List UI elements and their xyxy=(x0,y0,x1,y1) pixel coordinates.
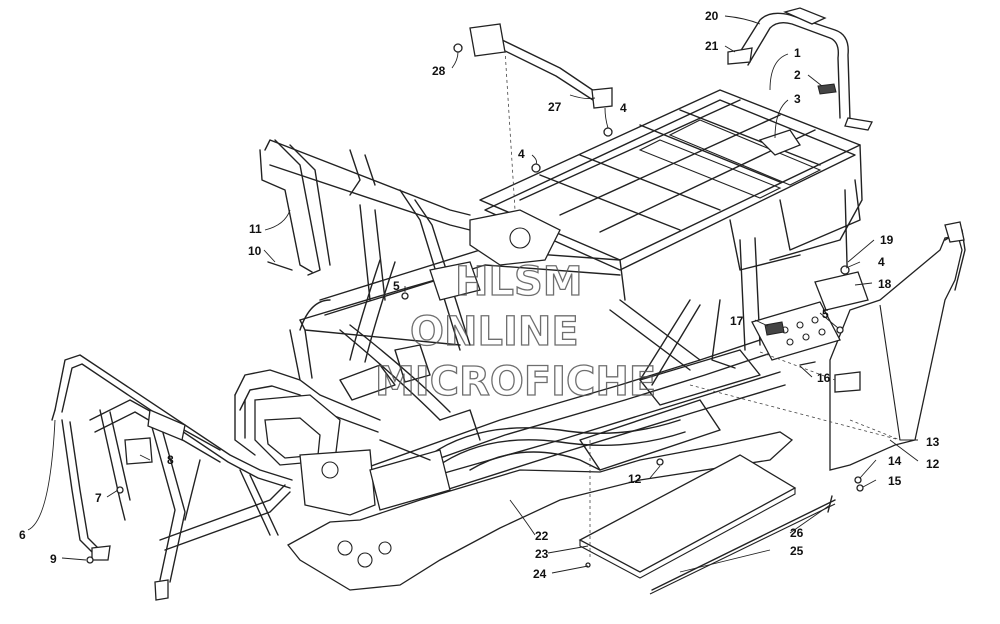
callout-4-a: 4 xyxy=(620,101,627,115)
callout-2: 2 xyxy=(794,68,801,82)
callout-18: 18 xyxy=(878,277,892,291)
cargo-frame xyxy=(479,89,863,301)
callout-19: 19 xyxy=(880,233,894,247)
callout-7: 7 xyxy=(95,491,102,505)
callout-26: 26 xyxy=(790,526,804,540)
callout-23: 23 xyxy=(535,547,549,561)
watermark-line-1: HLSM xyxy=(455,259,583,305)
callout-4-c: 4 xyxy=(878,255,885,269)
watermark-line-3: MICROFICHE xyxy=(375,359,656,405)
callout-15: 15 xyxy=(888,474,902,488)
watermark-line-2: ONLINE xyxy=(410,309,579,355)
callout-25: 25 xyxy=(790,544,804,558)
rear-side-panel xyxy=(829,221,966,471)
callout-4-b: 4 xyxy=(518,147,525,161)
callout-5-a: 5 xyxy=(393,279,400,293)
callout-27: 27 xyxy=(548,100,562,114)
callout-16: 16 xyxy=(817,371,831,385)
main-frame xyxy=(359,189,849,496)
callout-8: 8 xyxy=(167,453,174,467)
cargo-handle xyxy=(727,7,873,131)
harness-bar xyxy=(469,23,613,211)
callout-5-b: 5 xyxy=(822,307,829,321)
callout-6: 6 xyxy=(19,528,26,542)
floor-panel xyxy=(578,454,797,579)
front-bumper xyxy=(51,354,293,601)
callout-22: 22 xyxy=(535,529,549,543)
callout-20: 20 xyxy=(705,9,719,23)
mount-brackets xyxy=(751,271,869,361)
callout-10: 10 xyxy=(248,244,262,258)
leader-lines xyxy=(27,15,919,574)
callout-17: 17 xyxy=(730,314,744,328)
watermark: HLSM ONLINE MICROFICHE xyxy=(374,258,657,405)
callout-12-b: 12 xyxy=(926,457,940,471)
front-nose xyxy=(234,299,481,516)
callout-13: 13 xyxy=(926,435,940,449)
callout-12-a: 12 xyxy=(628,472,642,486)
trim-strip xyxy=(649,499,836,595)
callout-14: 14 xyxy=(888,454,902,468)
reference-lines xyxy=(589,351,901,560)
callout-1: 1 xyxy=(794,46,801,60)
callout-9: 9 xyxy=(50,552,57,566)
front-frame xyxy=(259,139,621,421)
callout-3: 3 xyxy=(794,92,801,106)
callouts: 1 2 3 4 4 4 5 5 6 7 8 9 10 11 12 12 13 1… xyxy=(19,9,940,581)
callout-24: 24 xyxy=(533,567,547,581)
callout-28: 28 xyxy=(432,64,446,78)
skid-plate xyxy=(287,431,794,591)
callout-21: 21 xyxy=(705,39,719,53)
callout-11: 11 xyxy=(249,222,262,236)
